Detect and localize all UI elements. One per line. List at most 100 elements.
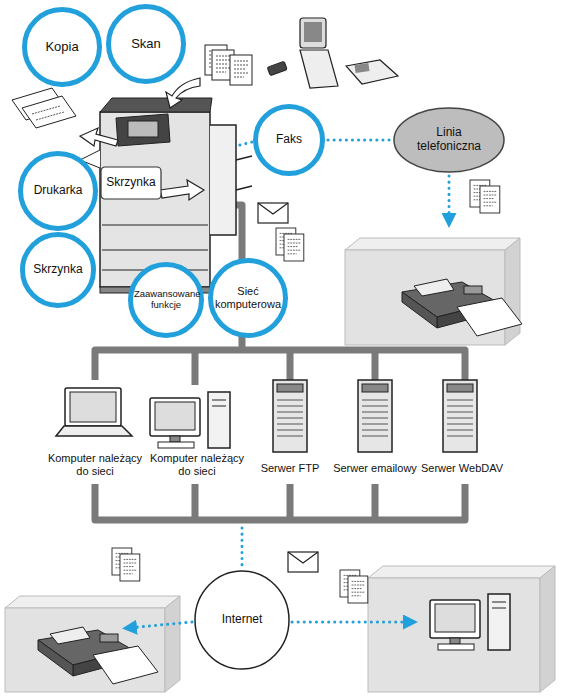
node-label: Zaawansowane funkcje bbox=[134, 289, 198, 311]
envelope-icon bbox=[258, 203, 318, 572]
document-icon-part bbox=[284, 234, 304, 261]
node-label: Linia telefoniczna bbox=[407, 126, 491, 154]
node-text-group: Skrzynka bbox=[20, 232, 96, 308]
function-circle: Skan bbox=[106, 4, 186, 84]
device-label: Serwer FTP bbox=[250, 462, 330, 475]
dotted-link-part bbox=[241, 528, 244, 566]
circle-outline bbox=[211, 261, 286, 336]
ellipse-outline bbox=[195, 571, 289, 669]
fax-machine-part bbox=[402, 279, 522, 336]
flow-arrow-part bbox=[80, 128, 118, 146]
dotted-link-part bbox=[292, 621, 412, 624]
function-circle: Sieć komputerowa bbox=[208, 258, 288, 338]
device-label: Komputer należący do sieci bbox=[45, 452, 145, 478]
function-circle: Faks bbox=[253, 104, 325, 176]
mfp-machine-part bbox=[116, 114, 170, 146]
document-icon-part bbox=[22, 96, 76, 128]
node-label: Sieć komputerowa bbox=[214, 285, 282, 310]
document-icon-part bbox=[120, 554, 140, 581]
node-text-group: Internet bbox=[194, 570, 290, 670]
device-label: Komputer należący do sieci bbox=[147, 452, 247, 478]
phone-line-ellipse: Linia telefoniczna bbox=[393, 107, 505, 173]
function-circle: Skrzynka bbox=[20, 232, 96, 308]
flow-arrow bbox=[80, 78, 204, 200]
mfp-machine-part bbox=[128, 121, 158, 137]
box-label: Skrzynka bbox=[100, 166, 162, 200]
node-text-group: Linia telefoniczna bbox=[393, 107, 505, 173]
document-icon-part bbox=[348, 576, 368, 603]
node-label: Drukarka bbox=[34, 184, 83, 198]
network-device-part bbox=[70, 392, 116, 422]
envelope-icon-part bbox=[288, 552, 318, 572]
fax-machine-part bbox=[38, 627, 158, 684]
node-label: Internet bbox=[222, 613, 263, 627]
circle-outline bbox=[25, 10, 100, 85]
node-text-group: Zaawansowane funkcje bbox=[128, 262, 204, 338]
function-circle: Zaawansowane funkcje bbox=[128, 262, 204, 338]
document-icon-part bbox=[480, 186, 500, 213]
dotted-link-part bbox=[128, 622, 192, 628]
network-device-part bbox=[65, 388, 121, 426]
mobile-device-part bbox=[300, 50, 338, 88]
node-text-group: Kopia bbox=[22, 7, 102, 87]
grey-block-part bbox=[540, 566, 555, 692]
device-label: Serwer WebDAV bbox=[420, 462, 504, 475]
computer-icon-part bbox=[430, 594, 510, 650]
node-label: Kopia bbox=[45, 40, 78, 55]
function-circle: Drukarka bbox=[18, 151, 98, 231]
flow-arrow-part bbox=[160, 180, 204, 200]
node-label: Faks bbox=[276, 133, 302, 147]
node-text-group: Faks bbox=[253, 104, 325, 176]
mfp-machine-part bbox=[100, 112, 210, 287]
mobile-device-part bbox=[267, 61, 287, 76]
network-device-part bbox=[443, 380, 477, 452]
grey-block-part bbox=[368, 566, 555, 578]
envelope-icon-part bbox=[258, 203, 288, 223]
circle-outline bbox=[109, 7, 184, 82]
fax-machine bbox=[38, 279, 522, 684]
device-label: Serwer emailowy bbox=[332, 462, 418, 475]
node-text-group: Sieć komputerowa bbox=[208, 258, 288, 338]
mobile-device-part bbox=[346, 60, 398, 84]
grey-block bbox=[5, 238, 555, 692]
node-text-group: Drukarka bbox=[18, 151, 98, 231]
mobile-device bbox=[267, 18, 398, 88]
mfp-machine-part bbox=[102, 225, 208, 270]
network-bus-part bbox=[95, 484, 465, 520]
network-device bbox=[56, 380, 477, 452]
mfp-machine-part bbox=[210, 125, 236, 235]
document-icon-part bbox=[230, 55, 252, 85]
network-device-part bbox=[56, 426, 132, 436]
mobile-device-part bbox=[300, 18, 326, 48]
node-text-group: Skan bbox=[106, 4, 186, 84]
computer-icon bbox=[430, 594, 510, 650]
grey-block-part bbox=[5, 596, 180, 608]
document-icon-part bbox=[32, 106, 64, 120]
circle-outline bbox=[256, 107, 323, 174]
dotted-link-part bbox=[448, 176, 451, 222]
grey-block-part bbox=[165, 596, 180, 692]
network-device-part bbox=[358, 380, 392, 452]
node-text-group: Skrzynka bbox=[100, 166, 162, 200]
node-label: Skrzynka bbox=[106, 176, 155, 190]
dotted-connector bbox=[328, 139, 390, 142]
network-device-part bbox=[150, 392, 230, 448]
circle-outline bbox=[23, 235, 94, 306]
network-device-part bbox=[273, 380, 307, 452]
node-label: Skrzynka bbox=[33, 263, 82, 277]
function-circle: Kopia bbox=[22, 7, 102, 87]
circle-outline bbox=[21, 154, 96, 229]
mfp-machine-part bbox=[100, 98, 212, 112]
flow-arrow-part bbox=[166, 78, 200, 108]
mfp-machine-part bbox=[236, 156, 252, 190]
grey-block-part bbox=[505, 238, 520, 345]
mobile-device-part bbox=[304, 22, 322, 42]
circle-outline bbox=[131, 265, 202, 336]
node-label: Skan bbox=[131, 37, 161, 52]
grey-block-part bbox=[345, 238, 520, 250]
internet-cloud: Internet bbox=[194, 570, 290, 670]
grey-block-part bbox=[368, 578, 540, 692]
